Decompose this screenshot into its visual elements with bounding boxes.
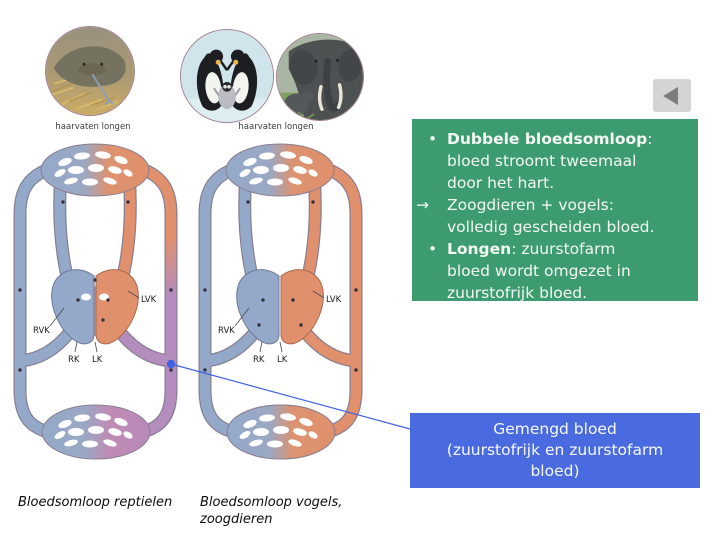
mammal-caption-line2: zoogdieren [200,512,273,527]
label-lvk-left: LVK [141,295,157,305]
elephants-photo [276,33,364,121]
reptile-circulation-svg: RVK LVK RK LK [13,143,178,460]
callout-line3: bloed) [530,462,580,480]
mammal-heart [236,269,324,345]
mammal-diagram-caption: Bloedsomloop vogels, zoogdieren [200,494,342,528]
elephants-illustration [277,34,363,120]
label-rk-right: RK [253,355,265,365]
arrow-icon: → [416,196,429,214]
label-lk-left: LK [92,355,103,365]
callout-line2: (zuurstofrijk en zuurstofarm [446,441,664,459]
reptile-circulation-diagram: RVK LVK RK LK [8,140,183,485]
reptile-heart [51,269,139,345]
mammal-circulation-svg: RVK LVK RK LK [198,143,363,460]
callout-line1: Gemengd bloed [493,420,617,438]
label-lvk-right: LVK [326,295,342,305]
label-rvk-left: RVK [33,326,50,336]
penguins-illustration [181,30,273,122]
label-lk-right: LK [277,355,288,365]
bullet-icon: • [428,240,438,258]
info-item-mammals-birds: → Zoogdieren + vogels: volledig gescheid… [412,194,698,238]
reptile-diagram-caption: Bloedsomloop reptielen [18,495,173,510]
bullet-icon: • [428,130,438,148]
emperor-penguins-photo [180,29,274,123]
label-rk-left: RK [68,355,80,365]
lung-capillary-label-left: haarvaten longen [55,122,131,132]
mammal-caption-line1: Bloedsomloop vogels, [200,495,343,510]
info-text: Zoogdieren + vogels: volledig gescheiden… [447,196,655,236]
lung-capillary-label-right: haarvaten longen [238,122,314,132]
mammal-circulation-diagram: RVK LVK RK LK [193,140,368,485]
monitor-lizard-illustration [46,27,134,115]
label-rvk-right: RVK [218,326,235,336]
back-button[interactable] [653,79,691,112]
back-arrow-icon [663,86,678,105]
monitor-lizard-photo [45,26,135,116]
mixed-blood-callout-box: Gemengd bloed (zuurstofrijk en zuurstofa… [410,413,700,488]
info-text: Longen: zuurstofarm bloed wordt omgezet … [447,240,631,302]
info-text: Dubbele bloedsomloop: bloed stroomt twee… [447,130,653,192]
info-box: • Dubbele bloedsomloop: bloed stroomt tw… [412,119,698,304]
info-item-lungs: • Longen: zuurstofarm bloed wordt omgeze… [412,238,698,304]
info-item-double-circulation: • Dubbele bloedsomloop: bloed stroomt tw… [412,128,698,194]
